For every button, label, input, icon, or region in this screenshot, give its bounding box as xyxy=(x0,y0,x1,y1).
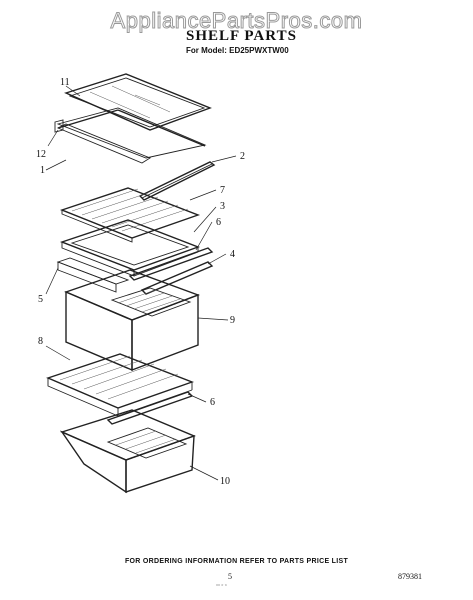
part-10-lower-drawer xyxy=(60,409,196,494)
callout-5: 5 xyxy=(38,294,43,305)
model-line: For Model: ED25PWXTW00 xyxy=(186,46,289,55)
part-4-rail xyxy=(140,261,214,295)
part-11-glass-shelf xyxy=(64,73,212,131)
callout-7: 7 xyxy=(220,185,225,196)
callout-11: 11 xyxy=(60,77,70,88)
document-number: 879381 xyxy=(398,572,422,581)
callout-6-upper: 6 xyxy=(216,217,221,228)
ordering-note: FOR ORDERING INFORMATION REFER TO PARTS … xyxy=(124,558,349,565)
part-7-slatted-shelf xyxy=(59,187,201,243)
callout-9: 9 xyxy=(230,315,235,326)
part-9-crisper-drawer xyxy=(64,269,201,372)
part-1-shelf-frame xyxy=(54,107,207,164)
callout-1: 1 xyxy=(40,165,45,176)
part-2-rail xyxy=(138,161,216,201)
part-6-rail-upper xyxy=(128,247,214,281)
callout-10: 10 xyxy=(220,476,230,487)
callout-8: 8 xyxy=(38,336,43,347)
callout-2: 2 xyxy=(240,151,245,162)
callout-3: 3 xyxy=(220,201,225,212)
callout-6-lower: 6 xyxy=(210,397,215,408)
page-number: 5 xyxy=(228,572,232,581)
tiny-mark: "" " " xyxy=(216,585,227,590)
watermark: AppliancePartsPros.com xyxy=(110,8,363,34)
callout-4: 4 xyxy=(230,249,235,260)
callout-12: 12 xyxy=(36,149,46,160)
leader-lines xyxy=(45,85,237,481)
page-title: SHELF PARTS xyxy=(186,28,297,44)
part-5-bracket xyxy=(56,257,130,293)
part-8-lower-cover xyxy=(46,353,195,417)
